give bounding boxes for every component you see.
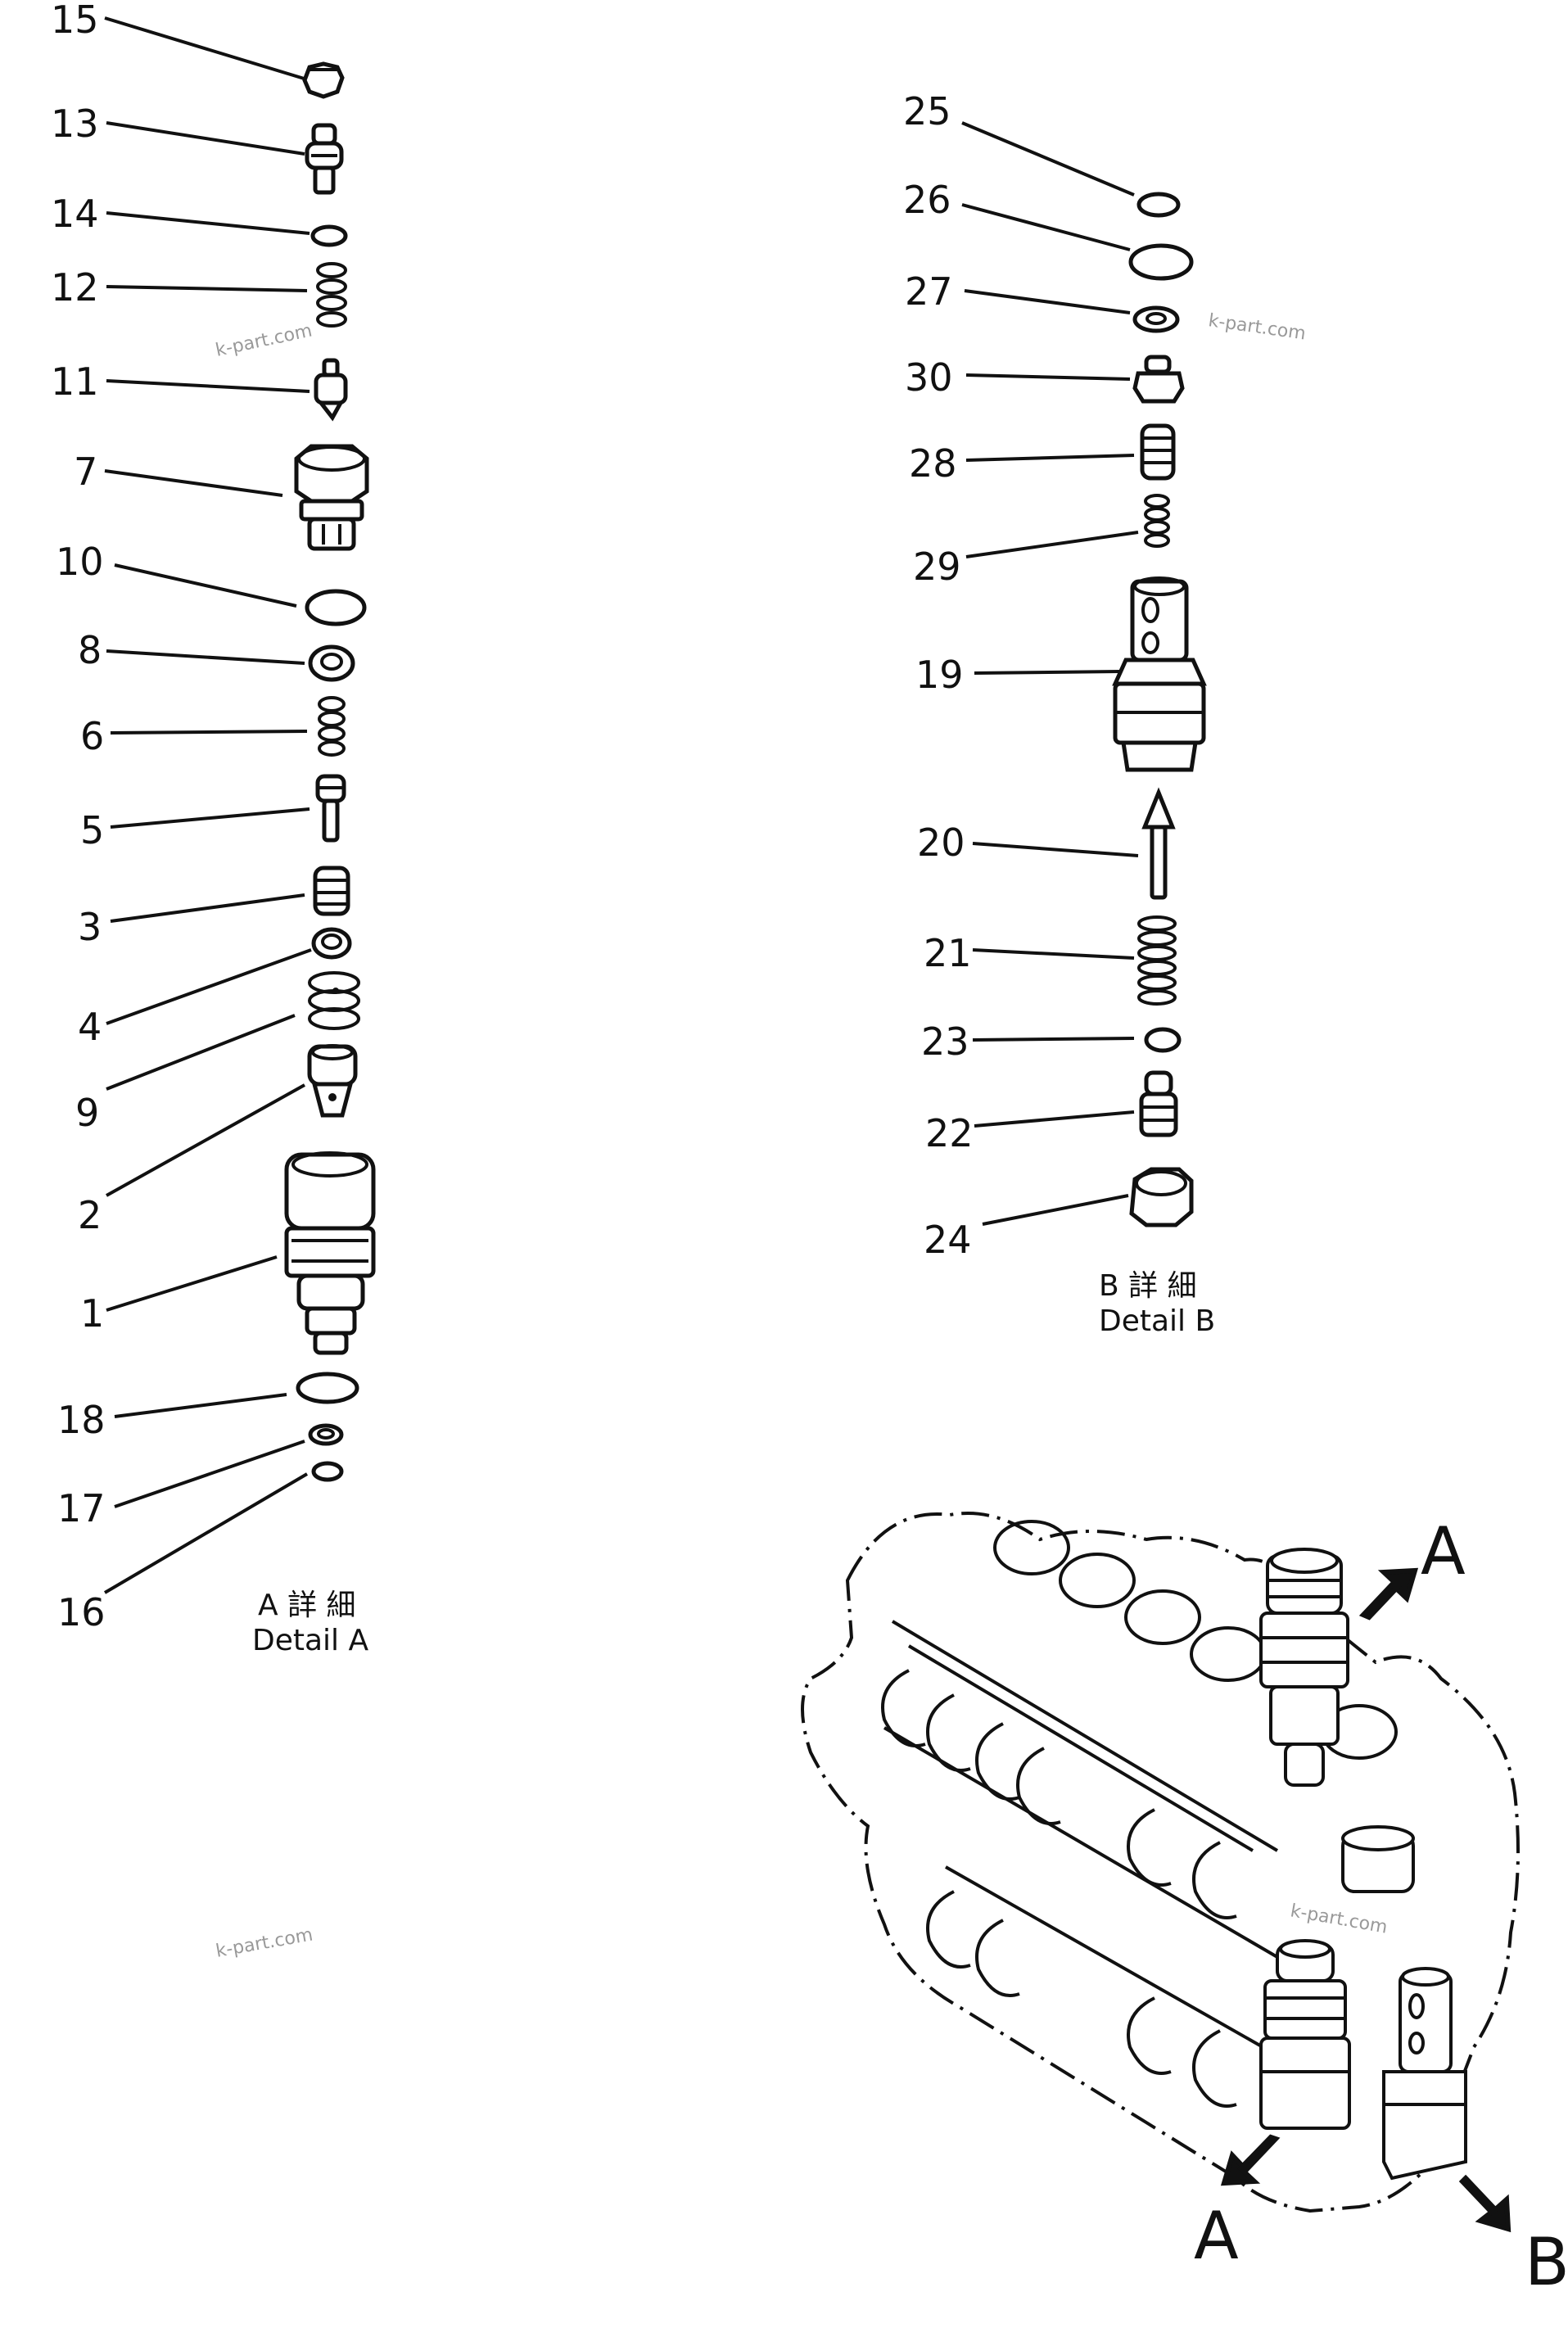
sleeve-3 [313, 866, 350, 916]
spring-6 [318, 696, 346, 757]
o-ring-10 [305, 589, 367, 626]
detail-a-group: 15 13 14 12 11 7 10 8 6 5 3 4 9 2 1 18 1… [51, 0, 376, 1657]
part-label-24: 24 [924, 1218, 972, 1262]
washer-27 [1132, 305, 1180, 333]
sleeve-28 [1140, 423, 1176, 481]
spring-12 [316, 262, 347, 328]
cap-30 [1132, 355, 1185, 404]
part-label-14: 14 [51, 192, 99, 236]
nut-15 [302, 61, 345, 99]
part-label-10: 10 [56, 540, 104, 584]
part-label-12: 12 [51, 265, 99, 310]
side-ports [881, 1669, 1237, 2108]
piston-5 [315, 774, 346, 843]
o-ring-26 [1128, 243, 1194, 281]
valve-body-7 [294, 444, 369, 551]
watermark-3: k-part.com [215, 1924, 314, 1961]
needle-20 [1141, 787, 1176, 900]
poppet-11 [314, 358, 348, 422]
assembly-label-b: B [1525, 2224, 1568, 2300]
detail-b-caption-jp: B 詳 細 [1099, 1269, 1197, 1303]
valve-body-19 [1112, 576, 1207, 772]
part-label-4: 4 [78, 1005, 102, 1049]
o-ring-16 [311, 1461, 344, 1482]
detail-b-group: 25 26 27 30 28 29 19 20 21 23 22 24 [903, 89, 1215, 1338]
detail-a-caption-en: Detail A [252, 1624, 368, 1657]
o-ring-18 [296, 1372, 359, 1404]
part-label-11: 11 [51, 359, 99, 404]
part-label-1: 1 [80, 1291, 104, 1336]
detail-a-labels: 15 13 14 12 11 7 10 8 6 5 3 4 9 2 1 18 1… [51, 0, 106, 1634]
detail-a-leaders [103, 16, 312, 1594]
detail-b-parts [1112, 192, 1207, 1227]
part-label-27: 27 [905, 269, 953, 314]
relief-valve-a-bottom [1259, 1939, 1351, 2130]
ring-4 [311, 927, 352, 960]
valve-block-outline [801, 1512, 1520, 2213]
part-label-5: 5 [80, 808, 104, 852]
o-ring-14 [310, 224, 348, 247]
part-label-6: 6 [80, 714, 104, 758]
part-label-3: 3 [78, 905, 102, 949]
part-label-7: 7 [74, 450, 97, 494]
assembly-label-a-bottom: A [1194, 2198, 1239, 2274]
plug-22 [1139, 1070, 1178, 1137]
watermark-4: k-part.com [1289, 1901, 1389, 1937]
plug-13 [305, 123, 344, 195]
detail-b-caption-en: Detail B [1099, 1304, 1215, 1338]
arrow-a-bottom [1220, 2134, 1281, 2186]
part-label-26: 26 [903, 178, 951, 222]
watermark-1: k-part.com [214, 321, 314, 361]
part-label-18: 18 [57, 1398, 106, 1442]
part-label-21: 21 [924, 931, 972, 975]
valve-b-assembly [1382, 1967, 1467, 2181]
block-cap [1341, 1825, 1415, 1893]
o-ring-23 [1144, 1027, 1182, 1053]
arrow-b [1458, 2174, 1512, 2233]
part-label-25: 25 [903, 89, 951, 133]
detail-b-labels: 25 26 27 30 28 29 19 20 21 23 22 24 [903, 89, 974, 1262]
part-label-30: 30 [905, 355, 953, 400]
part-label-8: 8 [78, 628, 102, 672]
backup-ring-17 [308, 1423, 344, 1446]
part-label-23: 23 [921, 1019, 969, 1064]
part-label-13: 13 [51, 102, 99, 146]
spring-9 [308, 971, 360, 1030]
part-label-29: 29 [913, 545, 961, 589]
detail-a-caption-jp: A 詳 細 [258, 1589, 356, 1622]
detail-a-parts [284, 61, 376, 1482]
part-label-2: 2 [78, 1193, 102, 1237]
nut-24 [1129, 1167, 1194, 1227]
washer-8 [308, 644, 355, 682]
valve-assembly-view: A A B [801, 1512, 1568, 2300]
seat-2 [307, 1044, 358, 1118]
spring-21 [1137, 915, 1177, 1006]
part-label-17: 17 [57, 1486, 106, 1530]
main-body-1 [284, 1151, 376, 1355]
relief-valve-a-top [1259, 1548, 1349, 1787]
o-ring-25 [1136, 192, 1181, 218]
detail-b-leaders [961, 121, 1139, 1226]
part-label-22: 22 [925, 1111, 974, 1155]
block-rails [883, 1620, 1279, 2057]
part-label-9: 9 [75, 1091, 99, 1135]
part-label-20: 20 [917, 820, 965, 865]
part-label-19: 19 [915, 653, 964, 697]
part-label-16: 16 [57, 1590, 106, 1634]
part-label-28: 28 [909, 441, 957, 486]
watermark-2: k-part.com [1207, 310, 1307, 344]
spring-29 [1144, 494, 1170, 548]
assembly-label-a-top: A [1421, 1513, 1466, 1589]
arrow-a-top [1358, 1567, 1419, 1621]
part-label-15: 15 [51, 0, 99, 42]
